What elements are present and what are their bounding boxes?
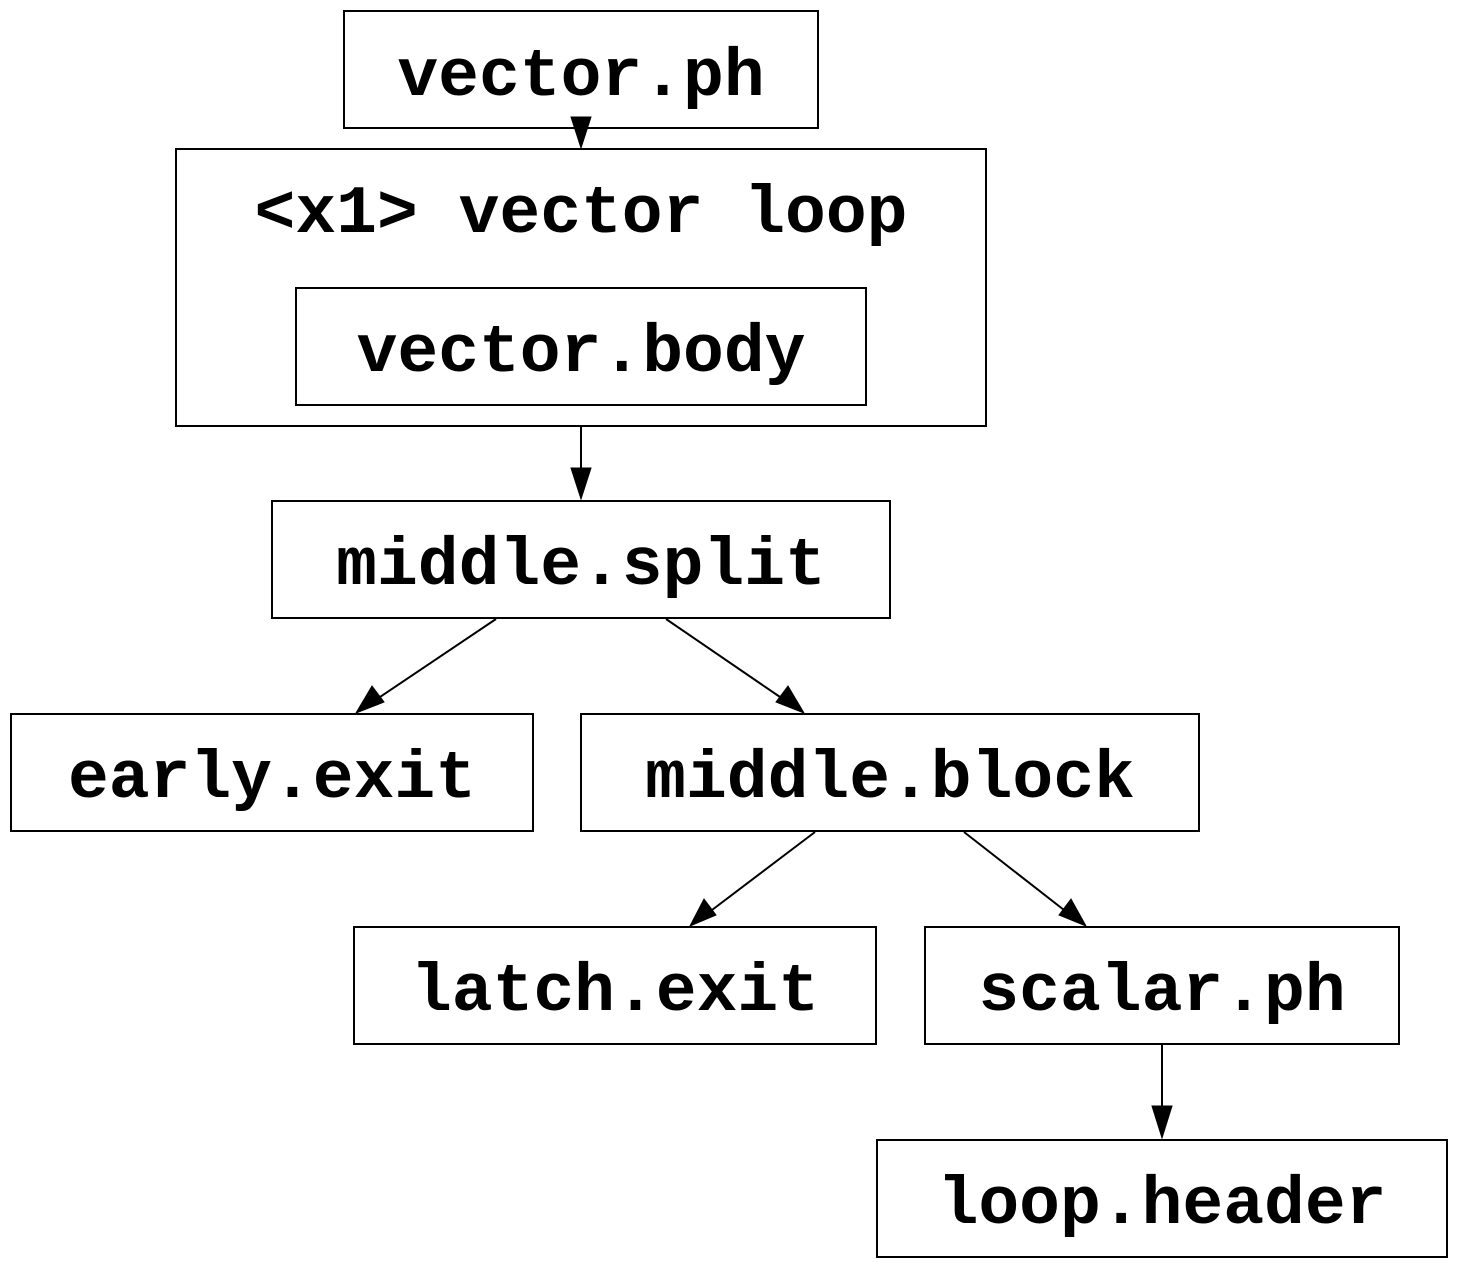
node-label: loop.header [938,1167,1387,1244]
node-label: vector.ph [397,39,764,116]
cluster-label: <x1> vector loop [255,176,908,253]
node-middle-split: middle.split [271,500,891,619]
cluster-vector-loop: <x1> vector loop vector.body [175,148,987,427]
node-middle-block: middle.block [580,713,1200,832]
node-vector-body: vector.body [295,287,867,406]
node-label: vector.body [357,315,806,392]
edge-scalar-ph-to-loop-header [1151,1044,1173,1140]
edge-vector-loop-to-middle-split [570,426,592,501]
edge-middle-split-to-middle-block [665,618,806,714]
edge-vector-ph-to-vector-loop [570,116,592,150]
edge-middle-split-to-early-exit [354,618,497,714]
node-loop-header: loop.header [876,1139,1448,1258]
node-label: scalar.ph [978,954,1345,1031]
node-label: latch.exit [411,954,819,1031]
node-latch-exit: latch.exit [353,926,877,1045]
edge-middle-block-to-scalar-ph [963,831,1088,927]
node-early-exit: early.exit [10,713,534,832]
edge-middle-block-to-latch-exit [688,831,816,928]
node-label: early.exit [68,741,476,818]
node-label: middle.block [645,741,1135,818]
node-label: middle.split [336,528,826,605]
node-vector-ph: vector.ph [343,10,819,129]
node-scalar-ph: scalar.ph [924,926,1400,1045]
